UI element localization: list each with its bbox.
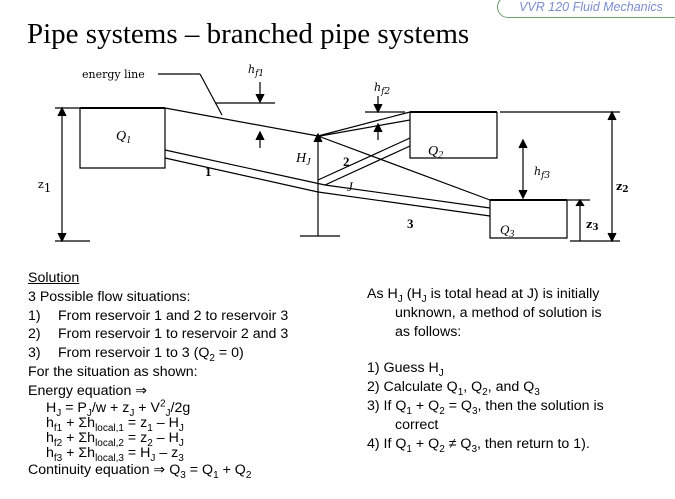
situation-line: For the situation as shown:	[28, 363, 198, 380]
hf2-label: hf2	[374, 81, 390, 97]
reservoir-2	[409, 112, 498, 159]
energy-equation-label: Energy equation ⇒	[28, 382, 148, 399]
pipe-1-upper	[164, 149, 326, 186]
energy-equation-1: HJ = PJ/w + zJ + V2J/2g	[46, 397, 191, 419]
continuity-equation: Continuity equation ⇒ Q3 = Q1 + Q2	[28, 461, 252, 481]
step-3: 3) If Q1 + Q2 = Q3, then the solution is	[367, 397, 604, 417]
case-3: 3)From reservoir 1 to 3 (Q2 = 0)	[28, 345, 244, 365]
q3-label: Q3	[500, 222, 514, 240]
hj-unknown-line-3: as follows:	[395, 323, 462, 340]
energy-equation-2: hf1 + Σhlocal,1 = z1 – HJ	[46, 414, 184, 434]
q2-label: Q2	[428, 144, 443, 161]
pipe-2-label: 2	[343, 154, 350, 169]
energy-line-3	[317, 135, 491, 201]
pipe-3-upper	[324, 184, 491, 209]
step-1: 1) Guess HJ	[367, 360, 444, 380]
course-badge-text: VVR 120 Fluid Mechanics	[519, 0, 663, 14]
pipe-2-upper	[317, 137, 411, 181]
case-1: 1)From reservoir 1 and 2 to reservoir 3	[28, 307, 289, 324]
reservoir-3	[489, 200, 568, 239]
branched-pipe-diagram: energy line hf1 hf2 hf3 Q1 Q2 Q3 HJ 1 2 …	[38, 63, 629, 243]
pipe-1-label: 1	[205, 164, 212, 179]
pipe-2-lower	[324, 145, 411, 186]
intro-line: 3 Possible flow situations:	[28, 288, 191, 305]
hf3-label: hf3	[534, 165, 550, 181]
energy-line-1	[164, 107, 319, 137]
hj-label: HJ	[295, 151, 311, 168]
step-4: 4) If Q1 + Q2 ≠ Q3, then return to 1).	[367, 435, 590, 455]
z2-label: z2	[616, 180, 629, 195]
energy-line-label: energy line	[82, 68, 145, 81]
pipe-3-lower	[317, 191, 491, 217]
reservoir-1	[79, 108, 166, 169]
hj-unknown-line-2: unknown, a method of solution is	[395, 304, 602, 321]
energy-line-2b	[319, 119, 411, 137]
step-3-continued: correct	[395, 416, 439, 433]
q1-label: Q1	[116, 129, 131, 146]
solution-heading: Solution	[28, 270, 80, 286]
energy-equation-3: hf2 + Σhlocal,2 = z2 – HJ	[46, 429, 184, 449]
energy-equation-4: hf3 + Σhlocal,3 = HJ – z3	[46, 444, 184, 464]
step-2: 2) Calculate Q1, Q2, and Q3	[367, 379, 540, 399]
page-title: Pipe systems – branched pipe systems	[27, 18, 470, 50]
junction-label: J	[347, 179, 354, 194]
right-column: As HJ (HJ is total head at J) is initial…	[367, 285, 604, 455]
case-2: 2)From reservoir 1 to reservoir 2 and 3	[28, 326, 289, 343]
hf1-label: hf1	[248, 63, 264, 79]
pipe-3-label: 3	[407, 216, 414, 231]
course-badge: VVR 120 Fluid Mechanics	[497, 0, 675, 18]
energy-line-pointer-arrow	[199, 73, 223, 116]
hj-unknown-line-1: As HJ (HJ is total head at J) is initial…	[367, 286, 600, 305]
pipe-1-lower	[164, 157, 319, 193]
z3-label: z3	[586, 218, 599, 233]
left-column: Solution 3 Possible flow situations: 1)F…	[28, 269, 289, 481]
z1-label: z1	[38, 178, 51, 195]
energy-line-2	[317, 111, 411, 137]
